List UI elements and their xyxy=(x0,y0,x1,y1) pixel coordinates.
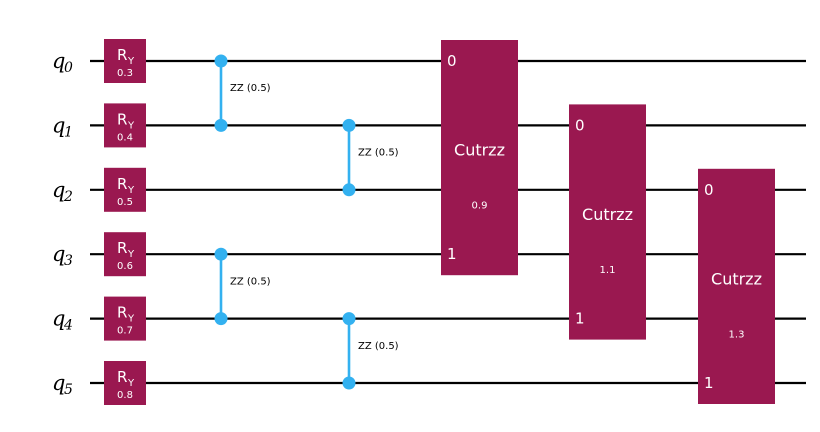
qubit-label-name: q xyxy=(52,178,65,202)
zz-gate-label: ZZ (0.5) xyxy=(230,276,271,287)
qubit-label-name: q xyxy=(52,242,65,266)
ry-gate-parameter: 0.3 xyxy=(117,68,133,79)
cutrzz-gate-parameter: 1.3 xyxy=(729,329,745,340)
ry-gate-parameter: 0.4 xyxy=(117,132,133,143)
ry-gate-box xyxy=(104,39,146,83)
cutrzz-gate-box xyxy=(569,104,646,340)
ry-gate-box xyxy=(104,232,146,277)
ry-gate-box xyxy=(104,103,146,148)
ry-gate-parameter: 0.6 xyxy=(117,261,133,272)
zz-gate-control-dot xyxy=(214,247,228,261)
cutrzz-port-bottom: 1 xyxy=(704,374,714,392)
ry-gate-subscript: Y xyxy=(127,185,135,196)
zz-gate-control-dot xyxy=(342,183,356,197)
zz-gate-control-dot xyxy=(214,54,228,68)
ry-gate-subscript: Y xyxy=(127,56,135,67)
zz-gate-control-dot xyxy=(214,118,228,132)
ry-gate-label: R xyxy=(117,110,127,128)
cutrzz-port-top: 0 xyxy=(704,181,714,199)
ry-gate-box xyxy=(104,361,146,405)
qubit-label-index: 3 xyxy=(64,253,73,269)
cutrzz-port-top: 0 xyxy=(575,116,585,134)
zz-gate-control-dot xyxy=(342,312,356,326)
ry-gate-box xyxy=(104,167,146,212)
qubit-label-name: q xyxy=(52,113,65,137)
cutrzz-gate-name: Cutrzz xyxy=(454,141,505,160)
qubit-label-name: q xyxy=(52,49,65,73)
ry-gate-label: R xyxy=(117,46,127,64)
ry-gate-subscript: Y xyxy=(127,378,135,389)
cutrzz-port-bottom: 1 xyxy=(447,245,457,263)
zz-gate-control-dot xyxy=(342,376,356,390)
qubit-label-index: 1 xyxy=(64,124,73,140)
ry-gate-label: R xyxy=(117,304,127,322)
zz-gate-control-dot xyxy=(342,118,356,132)
ry-gate-box xyxy=(104,296,146,341)
ry-gate-parameter: 0.8 xyxy=(117,390,133,401)
qubit-label-index: 5 xyxy=(64,382,73,398)
cutrzz-gate-parameter: 0.9 xyxy=(472,201,488,212)
cutrzz-gate-parameter: 1.1 xyxy=(600,265,616,276)
cutrzz-gate-box xyxy=(441,40,518,276)
ry-gate-label: R xyxy=(117,239,127,257)
cutrzz-gate-name: Cutrzz xyxy=(582,205,633,224)
zz-gate-label: ZZ (0.5) xyxy=(230,83,271,94)
qubit-label-index: 2 xyxy=(63,189,73,205)
qubit-label-index: 0 xyxy=(64,60,73,76)
cutrzz-port-top: 0 xyxy=(447,52,457,70)
qubit-label-name: q xyxy=(52,371,65,395)
cutrzz-port-bottom: 1 xyxy=(575,310,585,328)
ry-gate-parameter: 0.7 xyxy=(117,326,133,337)
ry-gate-parameter: 0.5 xyxy=(117,197,133,208)
ry-gate-subscript: Y xyxy=(127,249,135,260)
qubit-label-index: 4 xyxy=(63,318,73,334)
zz-gate-label: ZZ (0.5) xyxy=(358,341,399,352)
ry-gate-label: R xyxy=(117,175,127,193)
ry-gate-subscript: Y xyxy=(127,120,135,131)
cutrzz-gate-box xyxy=(698,168,775,404)
zz-gate-label: ZZ (0.5) xyxy=(358,148,399,159)
zz-gate-control-dot xyxy=(214,312,228,326)
cutrzz-gate-name: Cutrzz xyxy=(711,269,762,288)
ry-gate-label: R xyxy=(117,368,127,386)
ry-gate-subscript: Y xyxy=(127,314,135,325)
qubit-label-name: q xyxy=(52,307,65,331)
